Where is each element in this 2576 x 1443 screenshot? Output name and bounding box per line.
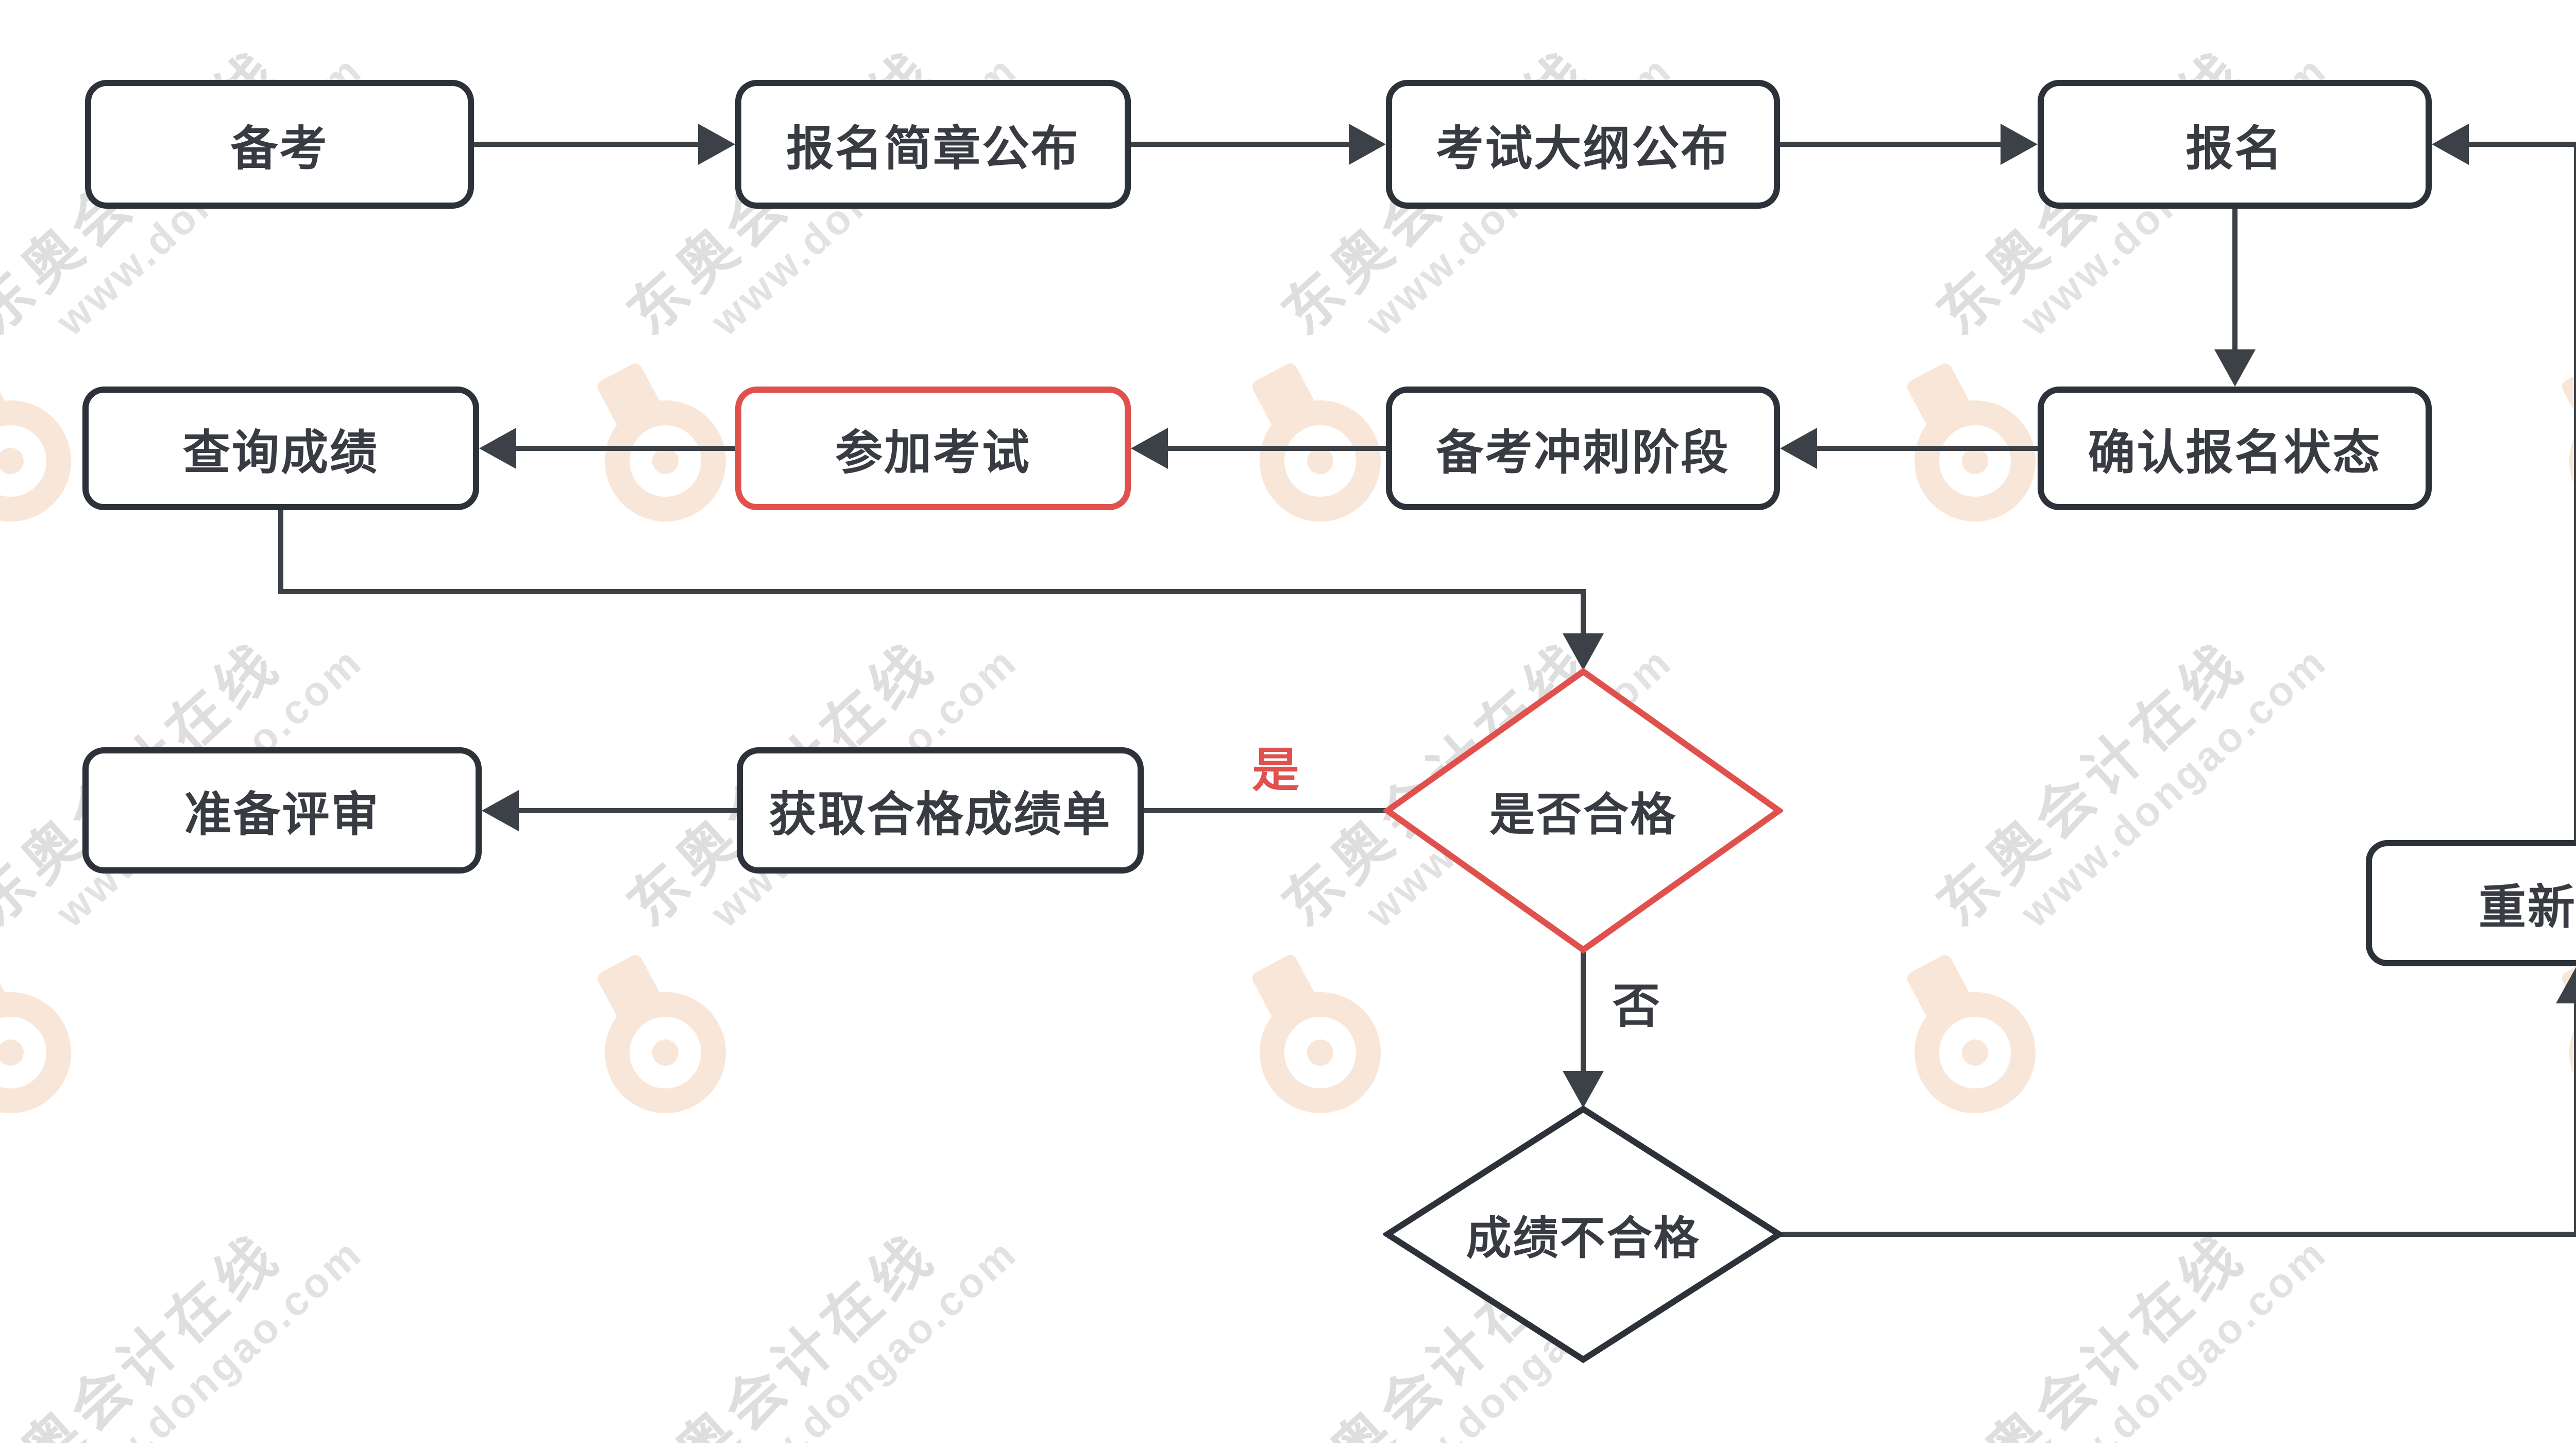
watermark-line1: 东奥会计在线 xyxy=(1925,629,2258,938)
dongao-logo-icon xyxy=(605,400,726,522)
edge-reprepare-register-seg1 xyxy=(2574,142,2576,840)
node-syllabus: 考试大纲公布 xyxy=(1386,80,1780,209)
edge-register-confirm xyxy=(2232,209,2238,349)
edge-label-yes: 是 xyxy=(1252,744,1300,797)
dongao-logo-icon xyxy=(605,992,726,1113)
node-reprepare: 重新备考 xyxy=(2366,840,2576,966)
edge-prepare-brochure xyxy=(474,142,698,147)
arrowhead-down-icon xyxy=(1563,633,1604,670)
diamond-pass xyxy=(1383,667,1783,954)
edge-fail-reprepare-seg2 xyxy=(2574,1003,2576,1237)
edge-score-pass-seg1 xyxy=(278,510,283,594)
dongao-logo-core xyxy=(0,1039,24,1066)
node-prepare: 备考 xyxy=(85,80,474,209)
dongao-logo-core xyxy=(1307,448,1333,474)
dongao-logo-core xyxy=(0,448,24,474)
edge-fail-reprepare-seg1 xyxy=(1780,1232,2576,1237)
edge-confirm-sprint xyxy=(1817,446,2038,451)
arrowhead-up-icon xyxy=(2556,966,2576,1003)
arrowhead-left-icon xyxy=(2432,124,2469,165)
arrowhead-right-icon xyxy=(698,124,735,165)
diamond-fail-label: 成绩不合格 xyxy=(1466,1212,1701,1264)
arrowhead-down-icon xyxy=(1563,1071,1604,1108)
node-sprint: 备考冲刺阶段 xyxy=(1386,387,1780,510)
diamond-fail xyxy=(1383,1105,1783,1364)
edge-pass-fail xyxy=(1581,951,1586,1071)
diamond-pass-label: 是否合格 xyxy=(1489,788,1677,840)
arrowhead-down-icon xyxy=(2214,349,2256,387)
node-review: 准备评审 xyxy=(82,747,482,874)
dongao-logo-core xyxy=(652,448,679,474)
edge-sprint-exam xyxy=(1168,446,1386,451)
edge-reprepare-register-seg2 xyxy=(2469,142,2576,147)
edge-transcript-review xyxy=(519,808,737,813)
node-score: 查询成绩 xyxy=(82,387,479,510)
arrowhead-left-icon xyxy=(1780,428,1817,469)
edge-syllabus-register xyxy=(1780,142,2001,147)
edge-label-no: 否 xyxy=(1613,980,1660,1033)
dongao-logo-core xyxy=(1962,1039,1988,1066)
arrowhead-right-icon xyxy=(1349,124,1386,165)
node-brochure: 报名简章公布 xyxy=(735,80,1131,209)
edge-score-pass-seg3 xyxy=(1581,589,1586,633)
dongao-logo-icon xyxy=(0,400,71,522)
arrowhead-left-icon xyxy=(479,428,516,469)
node-confirm: 确认报名状态 xyxy=(2038,387,2432,510)
edge-brochure-syllabus xyxy=(1131,142,1349,147)
arrowhead-right-icon xyxy=(2001,124,2038,165)
edge-exam-score xyxy=(516,446,735,451)
node-transcript: 获取合格成绩单 xyxy=(737,747,1144,874)
dongao-logo-icon xyxy=(1914,992,2036,1113)
dongao-logo-core xyxy=(1962,448,1988,474)
dongao-logo-icon xyxy=(1260,400,1381,522)
arrowhead-left-icon xyxy=(482,790,519,831)
edge-score-pass-seg2 xyxy=(278,589,1586,594)
dongao-logo-icon xyxy=(0,992,71,1113)
node-exam: 参加考试 xyxy=(735,387,1131,510)
dongao-logo-core xyxy=(652,1039,679,1066)
dongao-logo-icon xyxy=(1914,400,2036,522)
dongao-logo-icon xyxy=(1260,992,1381,1113)
arrowhead-left-icon xyxy=(1131,428,1168,469)
dongao-logo-core xyxy=(1307,1039,1333,1066)
node-register: 报名 xyxy=(2038,80,2432,209)
